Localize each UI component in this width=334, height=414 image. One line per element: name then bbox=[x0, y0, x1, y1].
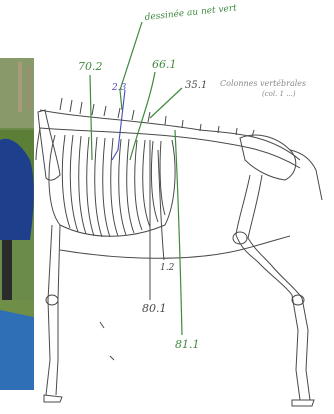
photo-fragment bbox=[0, 58, 38, 390]
label-81-1: 81.1 bbox=[175, 338, 200, 351]
label-right-note-2: (col. 1 ...) bbox=[262, 90, 296, 98]
label-1-2: 1.2 bbox=[160, 263, 175, 273]
label-66-1: 66.1 bbox=[152, 58, 177, 71]
label-right-note: Colonnes vertébrales bbox=[220, 79, 306, 88]
label-35-1: 35.1 bbox=[185, 80, 207, 91]
label-70-2: 70.2 bbox=[78, 60, 103, 73]
label-2-3: 2.3 bbox=[111, 83, 127, 93]
blue-tarp bbox=[0, 310, 38, 390]
label-80-1: 80.1 bbox=[142, 302, 167, 315]
